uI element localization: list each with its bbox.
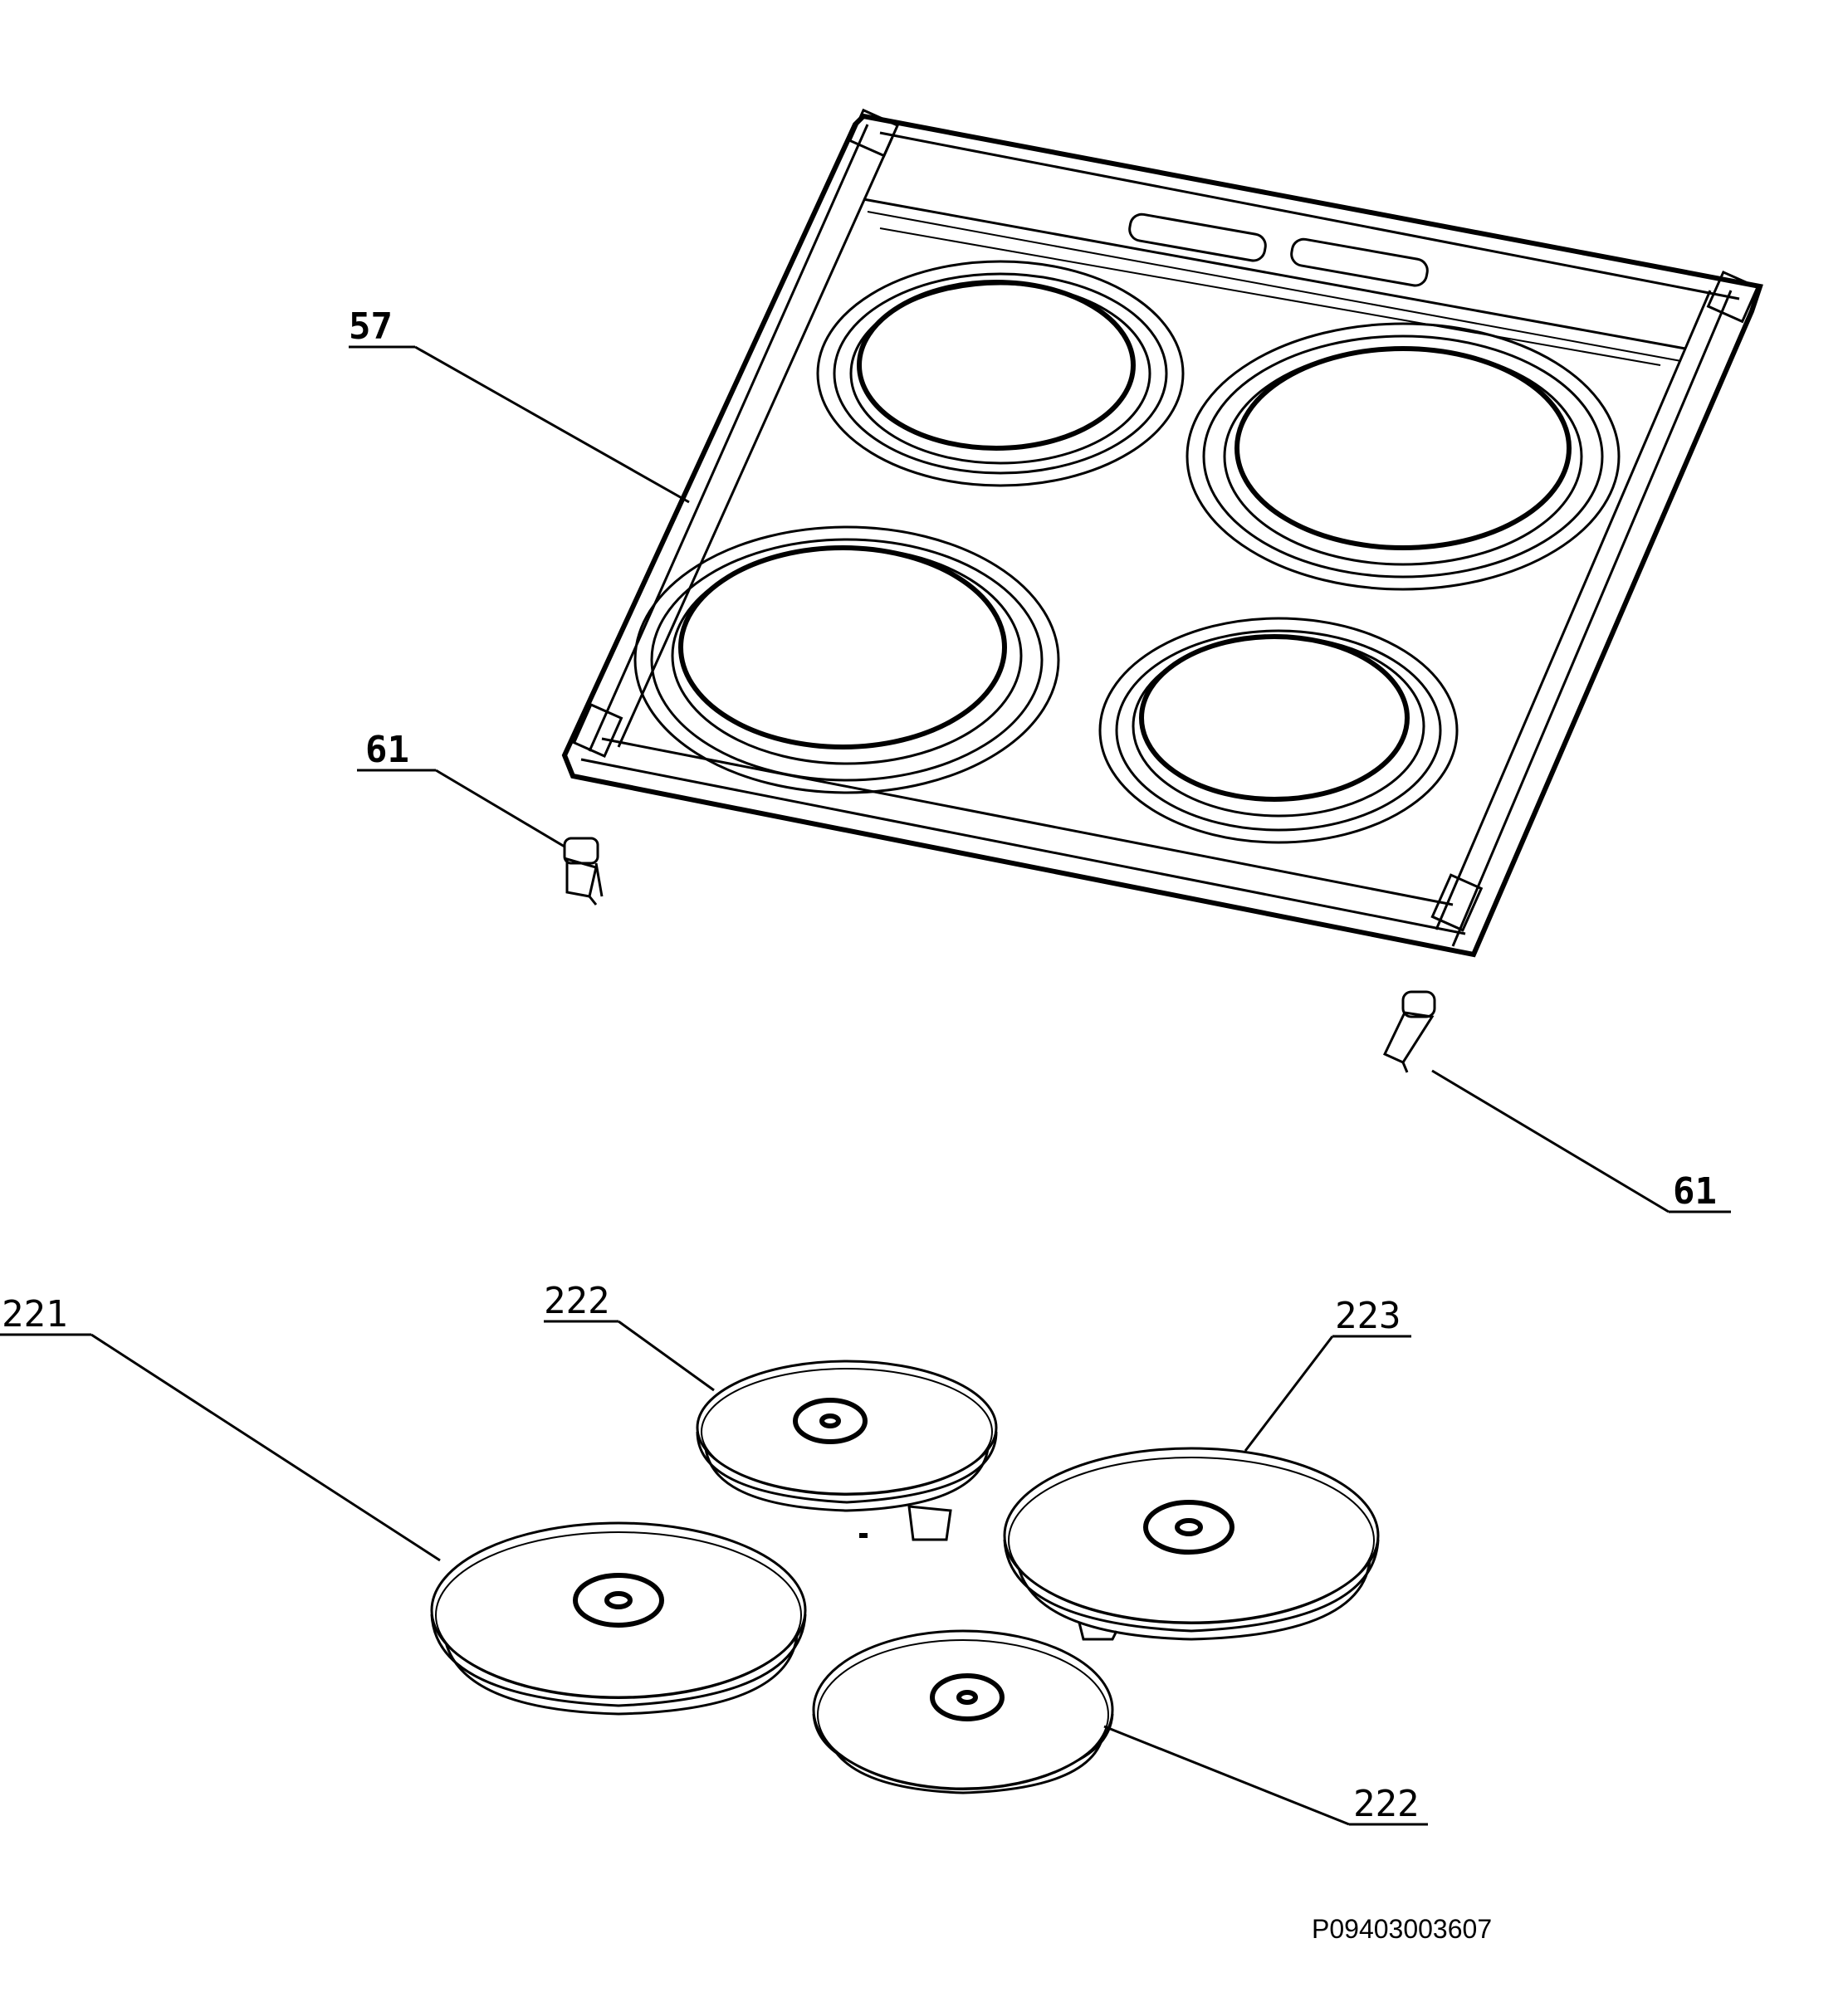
hob-frame-left-rail xyxy=(588,124,869,752)
leader-57 xyxy=(414,345,690,504)
hotplate-222-top xyxy=(696,1360,998,1541)
hob-control-slot-2 xyxy=(1290,237,1429,287)
hob-frame-rear-strip xyxy=(879,227,1661,366)
hob-frame-inner-top-2 xyxy=(867,211,1682,362)
hob-frame-right-rail-inner xyxy=(1435,290,1712,930)
clip-right xyxy=(1382,990,1436,1073)
label-223: 223 xyxy=(1335,1295,1401,1337)
label-61-right: 61 xyxy=(1673,1170,1717,1213)
leader-61-right xyxy=(1431,1069,1670,1213)
leader-223 xyxy=(1244,1335,1334,1452)
label-221: 221 xyxy=(2,1293,67,1335)
hob-frame-corner-rear-left xyxy=(848,108,900,158)
hob-zone-front-right xyxy=(1098,617,1459,844)
label-222-top: 222 xyxy=(544,1280,609,1322)
label-61-left: 61 xyxy=(365,729,409,771)
hob-frame-outline xyxy=(561,113,1763,958)
hob-zone-rear-right xyxy=(1186,322,1621,591)
clip-left xyxy=(563,837,604,906)
hob-control-slot-1 xyxy=(1128,212,1267,262)
hob-frame-inner-top xyxy=(863,198,1686,350)
leader-61-left xyxy=(435,769,565,848)
leader-222-top xyxy=(618,1320,715,1392)
hob-frame-right-rail xyxy=(1451,290,1733,947)
leader-221 xyxy=(90,1333,441,1562)
label-222-bottom: 222 xyxy=(1353,1783,1419,1825)
hob-frame-left-rail-inner xyxy=(617,136,894,748)
hob-frame-corner-front-left xyxy=(572,703,623,758)
label-57: 57 xyxy=(349,305,393,348)
hob-frame-top-rim xyxy=(879,131,1740,300)
leader-222-bottom xyxy=(1103,1725,1350,1826)
hob-frame-front-edge xyxy=(580,758,1466,935)
hob-zone-front-left xyxy=(633,525,1060,794)
hob-top-frame xyxy=(561,108,1763,958)
hob-frame-front-edge-inner xyxy=(601,737,1454,906)
hob-zone-rear-left xyxy=(816,260,1185,487)
hotplate-223 xyxy=(1003,1447,1380,1641)
hotplate-221 xyxy=(430,1521,807,1716)
drawing-code: P09403003607 xyxy=(1312,1914,1492,1944)
hob-frame-corner-front-right xyxy=(1430,873,1484,932)
leader-lines xyxy=(0,345,1731,1826)
hob-frame-front-edge-lower xyxy=(572,775,1470,955)
hob-frame-corner-rear-right xyxy=(1706,270,1759,324)
hotplate-222-bottom xyxy=(812,1629,1114,1794)
